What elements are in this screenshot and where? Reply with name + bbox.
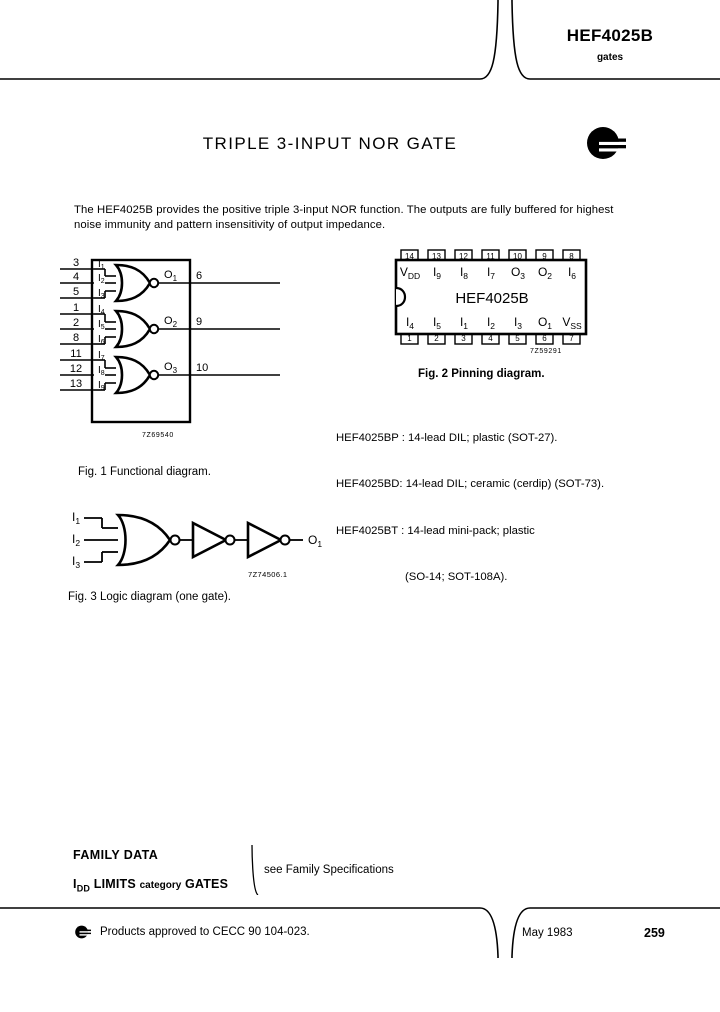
idd-limits-text: LIMITS (90, 877, 140, 891)
figure-2-pinning-diagram: 14 13 12 11 10 9 8 1 2 3 4 5 6 7 VDD (392, 248, 602, 358)
fig2-pin-number: 2 (434, 334, 439, 343)
package-item: (SO-14; SOT-108A). (336, 571, 508, 584)
fig1-input-label: I8 (98, 365, 105, 377)
fig2-pin-label: I6 (568, 265, 576, 281)
fig2-pin-label: I4 (406, 315, 414, 331)
fig2-pin-label: I1 (460, 315, 468, 331)
fig2-pin-label: I9 (433, 265, 441, 281)
fig2-pin-number: 12 (459, 252, 468, 261)
fig2-pin-number: 11 (486, 252, 495, 261)
fig2-pin-label: I7 (487, 265, 495, 281)
fig1-input-label: I9 (98, 380, 105, 392)
fig1-pin-number: 11 (70, 348, 81, 360)
package-item: HEF4025BT : 14-lead mini-pack; plastic (336, 524, 535, 537)
header-rule (0, 0, 720, 80)
fig1-pin-number: 4 (73, 271, 79, 283)
fig1-pin-number: 1 (73, 302, 79, 314)
fig1-pin-number: 6 (196, 270, 202, 282)
fig1-pin-number: 10 (196, 362, 208, 374)
fig2-pin-number: 5 (515, 334, 520, 343)
fig2-pin-label: I8 (460, 265, 468, 281)
footer-date: May 1983 (522, 927, 573, 939)
fig3-input-label: I2 (72, 532, 80, 548)
fig1-input-label: I3 (98, 288, 105, 300)
fig3-caption: Fig. 3 Logic diagram (one gate). (68, 591, 232, 603)
idd-prefix: I (73, 877, 77, 891)
fig1-input-label: I1 (98, 259, 105, 271)
fig1-output-label: O2 (164, 315, 178, 329)
fig2-pin-number: 1 (407, 334, 412, 343)
fig2-pin-number: 14 (405, 252, 414, 261)
fig1-pin-number: 2 (73, 317, 79, 329)
family-brace (251, 845, 259, 895)
fig1-input-label: I6 (98, 334, 105, 346)
fig1-pin-number: 8 (73, 332, 79, 344)
fig2-pin-label: I5 (433, 315, 441, 331)
idd-limits-heading: IDD LIMITS category GATES (73, 877, 229, 894)
header-device-title: HEF4025B (566, 26, 654, 45)
fig2-pin-number: 3 (461, 334, 466, 343)
package-list: HEF4025BP : 14-lead DIL; plastic (SOT-27… (336, 400, 604, 617)
figure-3-logic-diagram: I1 I2 I3 (60, 505, 330, 585)
family-specifications-note: see Family Specifications (264, 864, 394, 876)
fig1-caption: Fig. 1 Functional diagram. (78, 466, 211, 478)
footer-approval-text: Products approved to CECC 90 104-023. (100, 926, 310, 938)
fig2-pin-label: I3 (514, 315, 522, 331)
fig2-reference-code: 7Z59291 (530, 348, 562, 355)
fig1-input-label: I5 (98, 319, 105, 331)
idd-subscript: DD (76, 883, 91, 894)
fig2-caption: Fig. 2 Pinning diagram. (418, 368, 545, 380)
header-category: gates (596, 52, 624, 63)
footer-rule (0, 907, 720, 958)
philips-shield-logo (587, 127, 626, 159)
philips-shield-logo-small (75, 925, 91, 939)
fig1-input-label: I2 (98, 273, 105, 285)
fig2-pin-number: 4 (488, 334, 493, 343)
fig3-output-label: O1 (308, 533, 322, 549)
fig1-output-label: O1 (164, 269, 178, 283)
fig3-reference-code: 7Z74506.1 (248, 570, 288, 579)
fig2-pin-number: 9 (542, 252, 547, 261)
family-data-heading: FAMILY DATA (73, 848, 159, 862)
fig1-input-label: I4 (98, 304, 105, 316)
fig1-pin-number: 13 (70, 378, 82, 390)
fig2-pin-label: I2 (487, 315, 495, 331)
fig1-pin-number: 12 (70, 363, 82, 375)
fig1-input-label: I7 (98, 350, 105, 362)
fig1-reference-code: 7Z69540 (142, 432, 174, 439)
package-item: HEF4025BP : 14-lead DIL; plastic (SOT-27… (336, 431, 558, 444)
fig1-pin-number: 5 (73, 286, 79, 298)
idd-gates-word: GATES (181, 877, 229, 891)
idd-category-word: category (139, 880, 182, 891)
fig2-device-name: HEF4025B (455, 290, 528, 307)
fig1-output-label: O3 (164, 361, 178, 375)
fig3-input-label: I3 (72, 554, 80, 570)
description-paragraph: The HEF4025B provides the positive tripl… (74, 204, 614, 232)
page-title: TRIPLE 3-INPUT NOR GATE (202, 134, 458, 153)
figure-1-functional-diagram: 3 4 5 1 2 8 11 12 13 I1 I2 I3 I4 I5 I6 I… (60, 252, 280, 452)
fig1-pin-number: 9 (196, 316, 202, 328)
fig1-pin-number: 3 (73, 257, 79, 269)
fig2-pin-number: 6 (542, 334, 547, 343)
footer-page-number: 259 (644, 926, 665, 940)
fig2-pin-number: 8 (569, 252, 574, 261)
fig2-pin-number: 13 (432, 252, 441, 261)
fig2-pin-number: 7 (569, 334, 574, 343)
package-item: HEF4025BD: 14-lead DIL; ceramic (cerdip)… (336, 478, 605, 491)
fig2-pin-number: 10 (513, 252, 522, 261)
fig3-input-label: I1 (72, 510, 80, 526)
